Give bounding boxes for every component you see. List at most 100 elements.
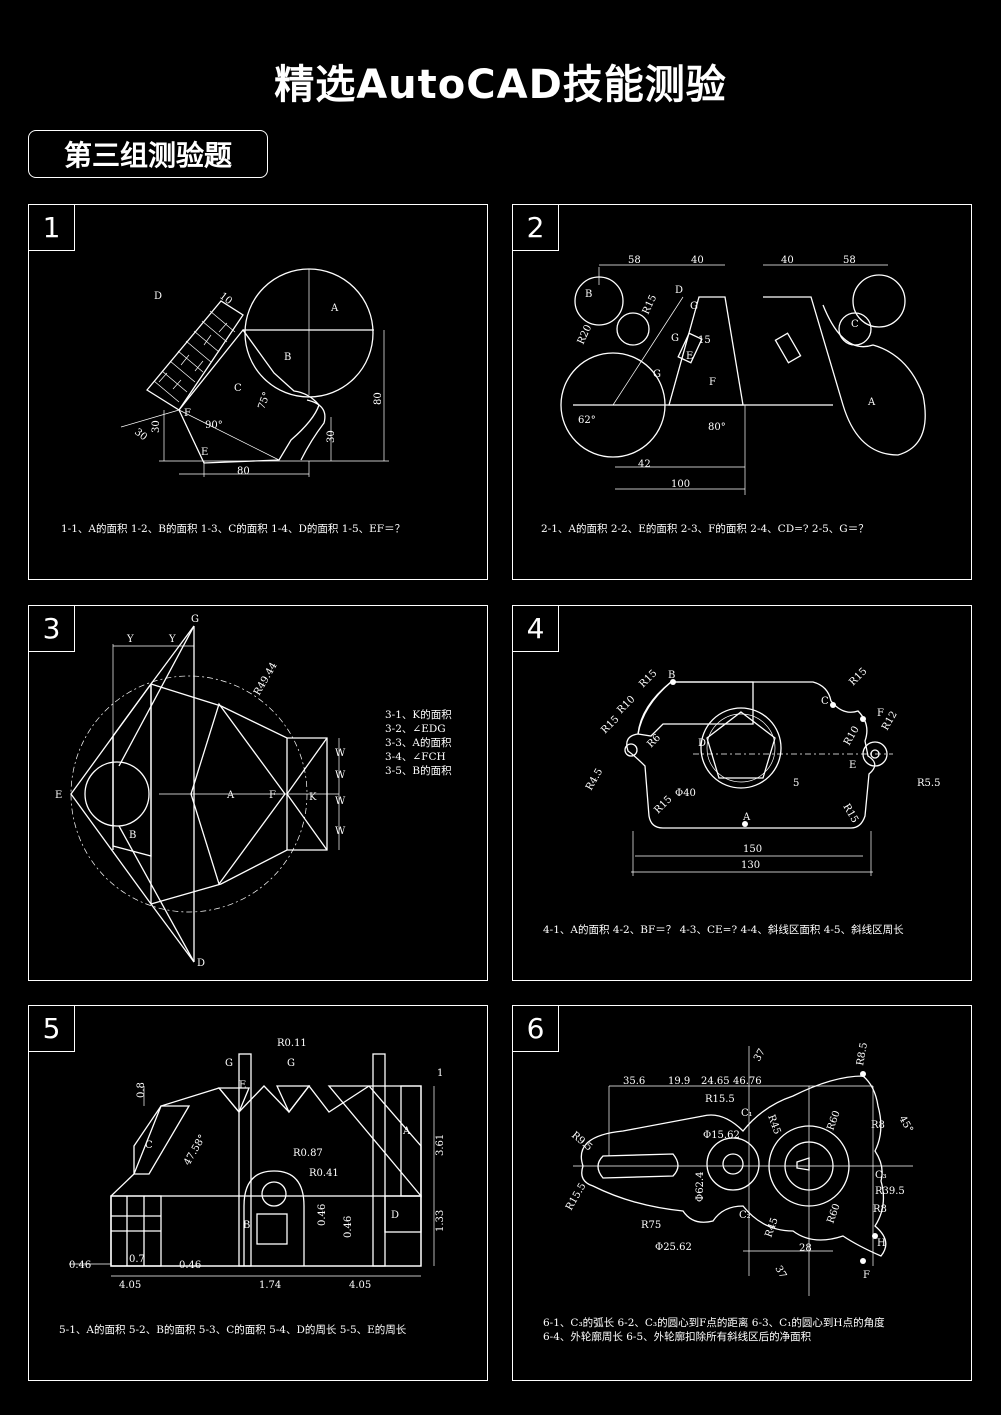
dim-405b: 4.05 — [349, 1280, 371, 1291]
dim-r85: R8.5 — [855, 1042, 870, 1067]
label-d: D — [391, 1210, 399, 1221]
dim-90: 90° — [205, 420, 223, 431]
dim-1: 1 — [437, 1068, 443, 1079]
label-f: F — [269, 790, 276, 801]
dim-405a: 4.05 — [119, 1280, 141, 1291]
dim-4758: 47.58° — [182, 1133, 208, 1168]
dim-133: 1.33 — [435, 1210, 446, 1232]
label-b: B — [243, 1220, 250, 1231]
panel-number: 1 — [29, 205, 75, 251]
dim-07: 0.7 — [129, 1254, 145, 1265]
label-a: A — [742, 812, 751, 823]
label-y1: Y — [126, 634, 134, 645]
dim-100: 100 — [671, 479, 690, 490]
dim-r45a: R45 — [765, 1113, 782, 1136]
dim-62: 62° — [578, 415, 596, 426]
label-b: B — [129, 830, 136, 841]
group-label: 第三组测验题 — [28, 130, 268, 178]
dim-r155b: R15.5 — [564, 1181, 588, 1212]
dim-37a: 37 — [752, 1047, 768, 1064]
dim-r95: R9.5 — [569, 1130, 594, 1153]
dim-phi624: Φ62.4 — [695, 1172, 706, 1202]
question-2: 2-1、A的面积 2-2、E的面积 2-3、F的面积 2-4、CD=? 2-5、… — [541, 523, 869, 535]
panel-number: 2 — [513, 205, 559, 251]
label-f: F — [184, 408, 191, 419]
panel-1: 1 A B C D E F 10 30 30 80 30 80 75° 90° … — [28, 204, 488, 580]
dim-10: 10 — [217, 291, 234, 308]
label-f: F — [877, 708, 884, 719]
label-g1: G — [225, 1058, 233, 1069]
label-a: A — [226, 790, 235, 801]
dim-r10b: R10 — [842, 724, 862, 747]
label-c: C — [851, 319, 859, 330]
dim-80v: 80 — [373, 392, 384, 405]
drawing-6: 35.6 19.9 24.65 46.76 R15.5 Φ15.62 Φ62.4… — [564, 1042, 915, 1296]
dim-30a: 30 — [132, 427, 149, 444]
dim-046a: 0.46 — [69, 1260, 91, 1271]
label-k: K — [309, 792, 317, 803]
label-y2: Y — [168, 634, 176, 645]
label-g: G — [191, 614, 199, 625]
dim-15: 15 — [698, 335, 711, 346]
dim-361: 3.61 — [435, 1134, 446, 1156]
question-6-line2: 6-4、外轮廓周长 6-5、外轮廓扣除所有斜线区后的净面积 — [543, 1331, 812, 1343]
question-1: 1-1、A的面积 1-2、B的面积 1-3、C的面积 1-4、D的面积 1-5、… — [61, 523, 406, 535]
label-g1: G — [671, 333, 679, 344]
dim-174: 1.74 — [259, 1280, 281, 1291]
dim-r15e: R15 — [840, 802, 860, 825]
dim-r087: R0.87 — [293, 1148, 323, 1159]
label-e: E — [239, 1080, 246, 1091]
question-6-line1: 6-1、C₃的弧长 6-2、C₃的圆心到F点的距离 6-3、C₁的圆心到H点的角… — [543, 1317, 885, 1329]
dim-r011: R0.11 — [277, 1038, 307, 1049]
questions-6: 6-1、C₃的弧长 6-2、C₃的圆心到F点的距离 6-3、C₁的圆心到H点的角… — [543, 1316, 885, 1344]
dim-75: 75° — [256, 391, 272, 411]
label-g2: G — [653, 369, 661, 380]
drawing-2: 58 40 40 58 R15 R20 15 62° 80° 42 100 A … — [560, 255, 926, 495]
dim-046c: 0.46 — [317, 1204, 328, 1226]
label-g2: G — [287, 1058, 295, 1069]
dim-r60a: R60 — [825, 1109, 842, 1132]
question-3-5: 3-5、B的面积 — [385, 765, 452, 777]
label-c1: C₁ — [741, 1108, 753, 1119]
dim-80: 80° — [708, 422, 726, 433]
dim-r75: R75 — [641, 1220, 661, 1231]
dim-r60b: R60 — [825, 1202, 842, 1225]
dim-046b: 0.46 — [179, 1260, 201, 1271]
label-w1: W — [335, 748, 346, 759]
label-c3: C₃ — [875, 1170, 887, 1181]
question-3-1: 3-1、K的面积 — [385, 709, 452, 721]
label-w2: W — [335, 770, 346, 781]
dim-150: 130 — [741, 860, 760, 871]
dim-r15b: R15 — [599, 714, 621, 736]
dim-r15a: R15 — [637, 668, 659, 690]
dim-45: 45° — [896, 1114, 914, 1135]
dim-28: 28 — [799, 1243, 812, 1254]
dim-40a: 40 — [691, 255, 704, 266]
panel-number: 3 — [29, 606, 75, 652]
label-c: C — [145, 1140, 153, 1151]
dim-30c: 30 — [326, 430, 337, 443]
label-a: A — [402, 1126, 411, 1137]
dim-phi40: Φ40 — [675, 788, 696, 799]
label-d: D — [197, 958, 205, 969]
question-3-3: 3-3、A的面积 — [385, 737, 452, 749]
dim-5: 5 — [793, 778, 799, 789]
dim-r395: R39.5 — [875, 1186, 905, 1197]
dim-r15d: R15 — [847, 666, 869, 688]
dim-30b: 30 — [151, 420, 162, 433]
dim-58b: 58 — [843, 255, 856, 266]
dim-37b: 37 — [772, 1264, 788, 1281]
label-w3: W — [335, 796, 346, 807]
dim-r8a: R8 — [871, 1120, 885, 1131]
panel-number: 4 — [513, 606, 559, 652]
dim-046d: 0.46 — [343, 1216, 354, 1238]
label-e: E — [849, 760, 856, 771]
dim-08: 0.8 — [136, 1082, 147, 1098]
dim-130: 150 — [743, 844, 762, 855]
panel-3: 3 G D E A F K — [28, 605, 488, 981]
page-title: 精选AutoCAD技能测验 — [274, 62, 727, 108]
drawing-5: 4.05 1.74 4.05 0.46 0.7 0.46 R0.11 1 3.6… — [69, 1038, 446, 1291]
label-a: A — [867, 397, 876, 408]
label-h: H — [877, 1238, 886, 1249]
label-g3: G — [690, 301, 698, 312]
